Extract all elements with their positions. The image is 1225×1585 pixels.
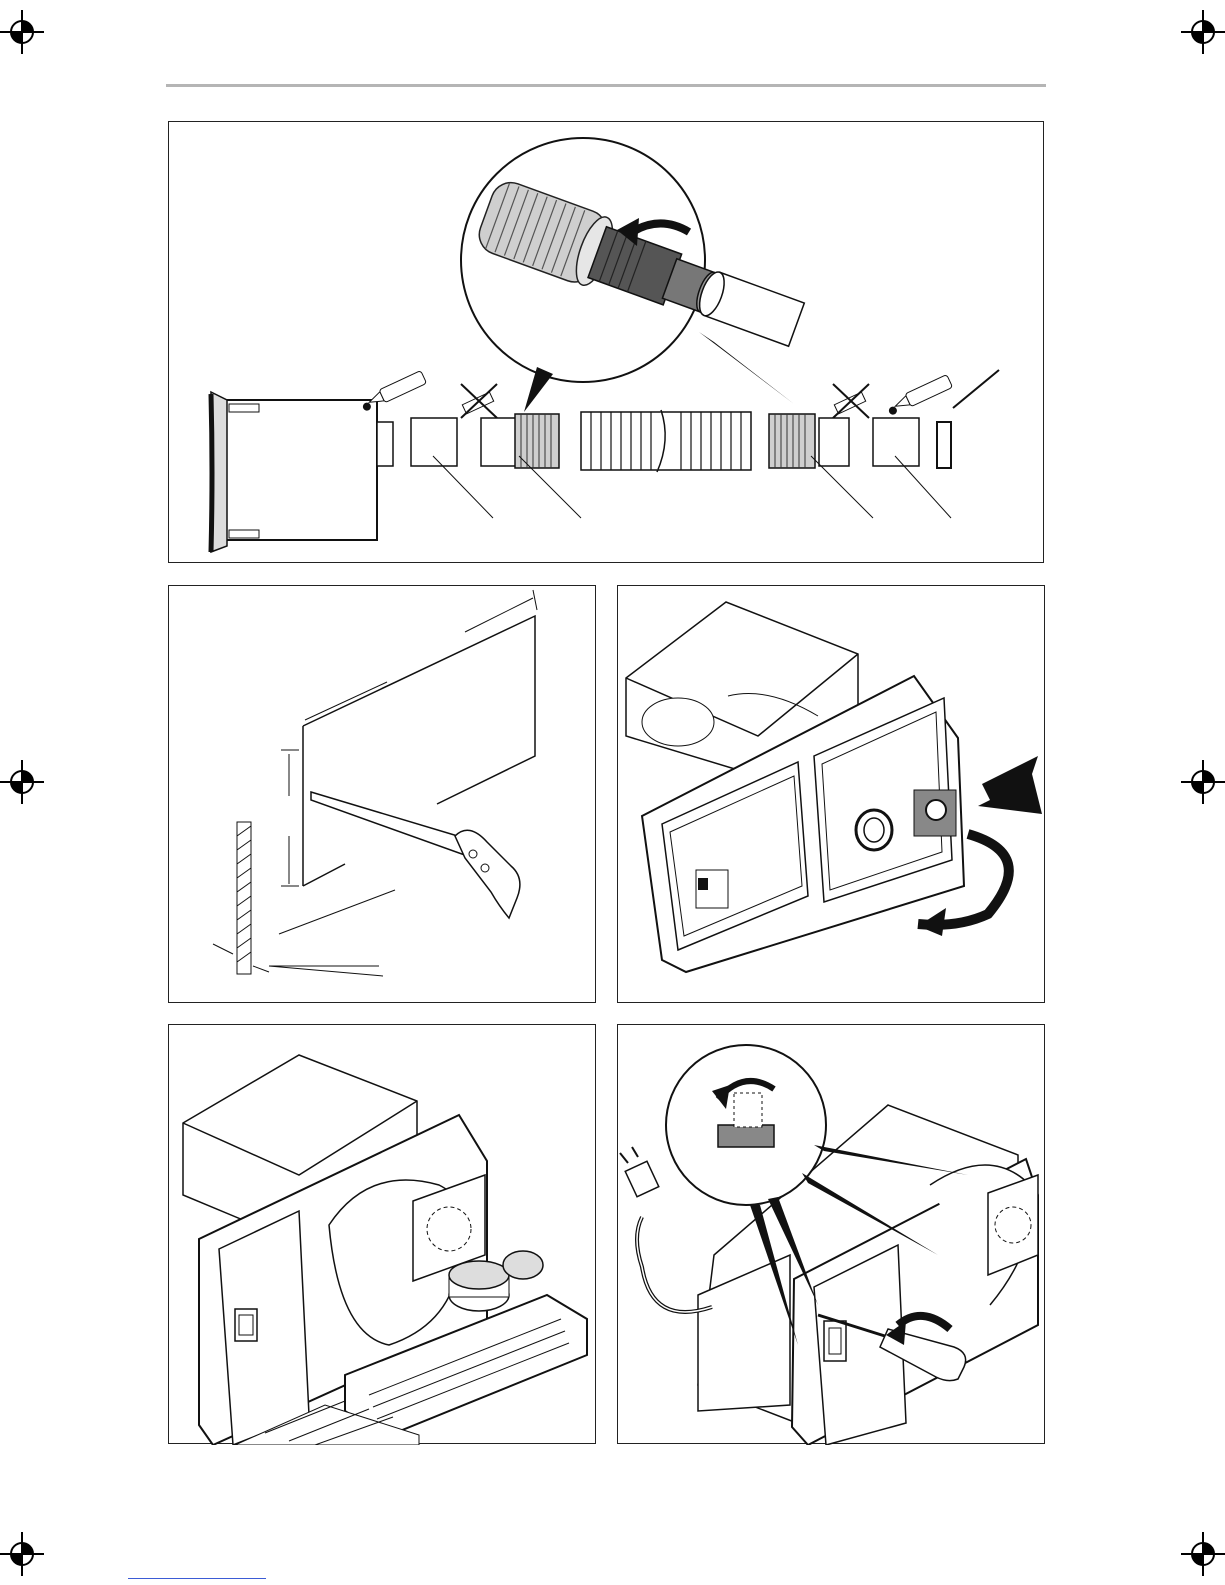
- figure-filter-grid: [168, 1024, 596, 1444]
- footer-link-underline: [128, 1578, 266, 1579]
- registration-mark-icon: [0, 760, 44, 809]
- filter-grid-removal-illustration: [169, 1025, 597, 1445]
- registration-mark-icon: [1181, 760, 1225, 809]
- header-rule: [166, 84, 1046, 87]
- figure-wall-cutout: [168, 585, 596, 1003]
- registration-mark-icon: [0, 1532, 44, 1581]
- figure-front-panel: [617, 585, 1045, 1003]
- wall-cutout-saw-illustration: [169, 586, 597, 1004]
- registration-mark-icon: [1181, 1532, 1225, 1581]
- figure-hose-connection: [168, 121, 1044, 563]
- registration-mark-icon: [1181, 10, 1225, 59]
- front-panel-removal-illustration: [618, 586, 1046, 1004]
- registration-mark-icon: [0, 10, 44, 59]
- figure-screwdriver: [617, 1024, 1045, 1444]
- screwdriver-cable-illustration: [618, 1025, 1046, 1445]
- hose-duct-connection-illustration: [169, 122, 1045, 564]
